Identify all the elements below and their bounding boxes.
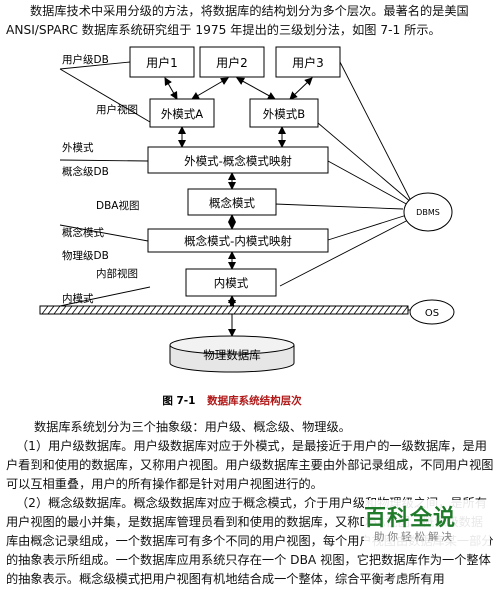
figure-caption: 图 7-1 数据库系统结构层次 <box>162 394 302 406</box>
storage-hatched-band <box>39 305 409 315</box>
user-label-3: 用户3 <box>292 55 324 70</box>
user-boxes <box>129 46 341 78</box>
label-concept-schema: 概念模式 <box>62 226 104 239</box>
user-label-2: 用户2 <box>216 55 248 70</box>
database-architecture-diagram: 用户1 用户2 用户3 外模式A 外模式B 外模式-概念模式映射 概念模式 概念… <box>39 46 455 406</box>
physical-database-cylinder <box>169 335 295 373</box>
external-concept-mapping-label: 外模式-概念模式映射 <box>184 154 292 168</box>
user-label-1: 用户1 <box>146 55 178 70</box>
level-boundary-lines <box>59 61 151 307</box>
label-user-db: 用户级DB <box>62 53 109 66</box>
internal-mode-label: 内模式 <box>214 276 249 290</box>
user-box-1 <box>129 46 195 78</box>
label-concept-db: 概念级DB <box>62 165 109 178</box>
dbms-connector-lines <box>274 61 413 287</box>
physical-database-label: 物理数据库 <box>203 348 261 362</box>
concept-internal-mapping-label: 概念模式-内模式映射 <box>184 234 292 248</box>
watermark-subtitle: 助你轻松解决 <box>374 531 455 543</box>
user-box-3 <box>275 46 341 78</box>
summary-paragraph: 数据库系统划分为三个抽象级：用户级、概念级、物理级。 <box>34 420 351 434</box>
figure-caption-title: 数据库系统结构层次 <box>206 394 302 406</box>
dbms-label: DBMS <box>416 208 440 217</box>
external-mode-b-label: 外模式B <box>263 107 305 121</box>
label-internal-view: 内部视图 <box>96 267 138 280</box>
watermark-title: 百科全说 <box>364 506 457 531</box>
internal-mode-box <box>185 268 277 297</box>
user-level-paragraph: （1）用户级数据库。用户级数据库对应于外模式，是最接近于用户的一级数据库，是用户… <box>6 439 494 491</box>
label-user-view: 用户视图 <box>96 103 138 116</box>
external-mode-a-label: 外模式A <box>161 107 203 121</box>
concept-mode-label: 概念模式 <box>209 196 255 210</box>
watermark-badge: 百科全说 助你轻松解决 <box>364 500 490 550</box>
label-dba-view: DBA视图 <box>96 199 139 212</box>
concept-internal-mapping-box <box>147 228 329 253</box>
os-ellipse <box>409 299 455 325</box>
user-box-2 <box>199 46 265 78</box>
label-external-schema: 外模式 <box>62 141 94 154</box>
dbms-ellipse <box>403 192 453 232</box>
label-physical-db: 物理级DB <box>62 249 109 262</box>
label-internal-schema: 内模式 <box>62 292 94 305</box>
intro-paragraph: 数据库技术中采用分级的方法，将数据库的结构划分为多个层次。最著名的是美国ANSI… <box>6 4 469 37</box>
os-label: OS <box>425 308 439 319</box>
figure-caption-number: 图 7-1 <box>162 395 195 406</box>
concept-mode-box <box>187 188 277 216</box>
external-mode-a-box <box>149 98 215 128</box>
external-concept-mapping-box <box>147 146 329 174</box>
data-flow-arrows <box>164 77 313 337</box>
external-mode-b-box <box>249 98 319 128</box>
